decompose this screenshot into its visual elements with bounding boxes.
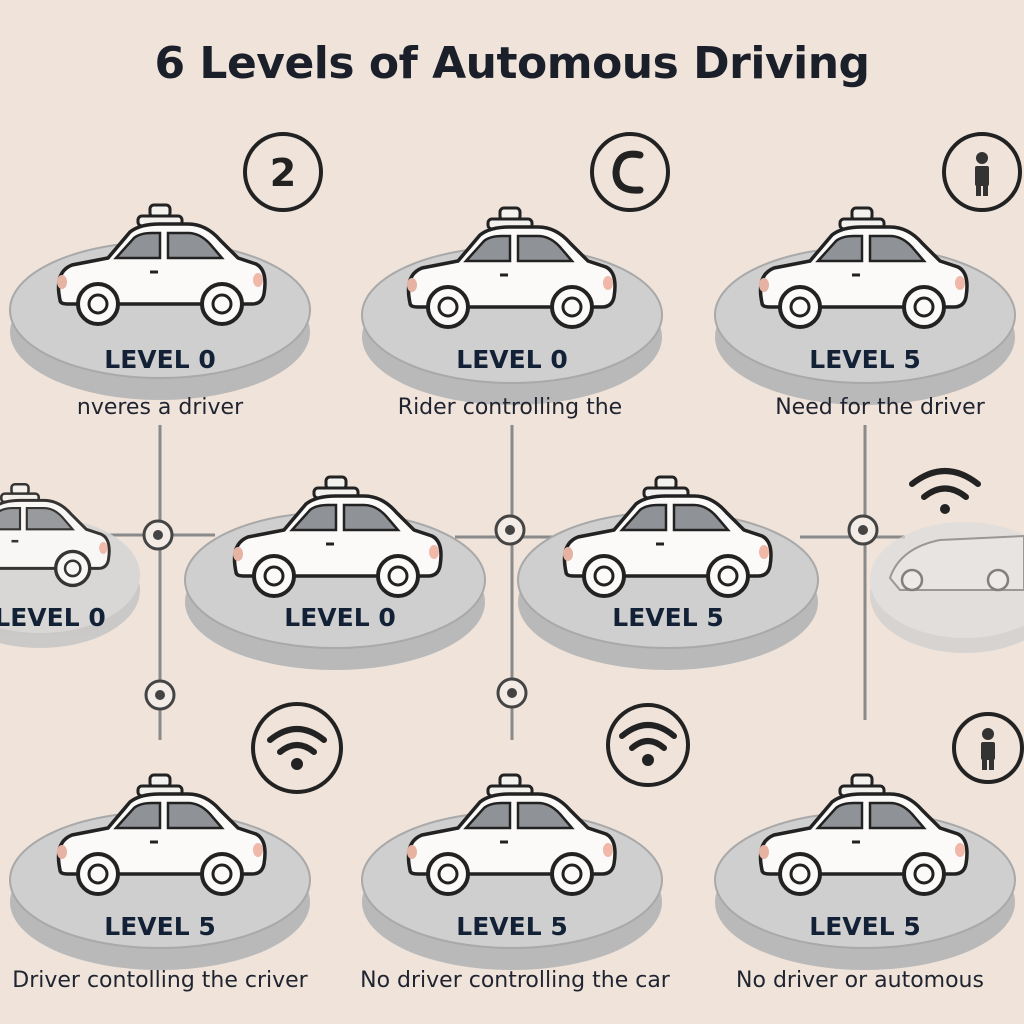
level-caption: Rider controlling the (397, 395, 623, 420)
level-caption: No driver controlling the car (360, 968, 670, 993)
level-card (870, 522, 1024, 653)
svg-text:2: 2 (270, 151, 296, 195)
level-caption: nveres a driver (76, 395, 244, 420)
person-icon (942, 132, 1022, 212)
level-label: LEVEL 5 (809, 912, 921, 941)
level-caption: No driver or automous (736, 968, 984, 993)
level-caption: Need for the driver (775, 395, 985, 420)
level-card (184, 475, 486, 671)
level-label: LEVEL 0 (456, 345, 568, 374)
connector-node (142, 519, 174, 551)
level-label: LEVEL 0 (0, 603, 106, 632)
level-card (0, 482, 140, 648)
level-label: LEVEL 5 (456, 912, 568, 941)
level-card (517, 475, 819, 671)
wifi-icon (606, 703, 690, 787)
level-label: LEVEL 5 (612, 603, 724, 632)
level-label: LEVEL 5 (104, 912, 216, 941)
connector-node (496, 677, 528, 709)
steering-icon (590, 132, 670, 212)
level-label: LEVEL 0 (284, 603, 396, 632)
connector-node (144, 679, 176, 711)
connector-node (847, 514, 879, 546)
wifi-icon (251, 702, 343, 794)
level-card (361, 206, 663, 406)
level-card (714, 206, 1016, 406)
level-label: LEVEL 0 (104, 345, 216, 374)
level-label: LEVEL 5 (809, 345, 921, 374)
page-title: 6 Levels of Automous Driving (154, 38, 870, 89)
wifi-icon (909, 468, 981, 514)
number-2-icon: 2 (243, 132, 323, 212)
connector-node (494, 514, 526, 546)
level-caption: Driver contolling the criver (12, 968, 308, 993)
person-icon (952, 712, 1024, 784)
